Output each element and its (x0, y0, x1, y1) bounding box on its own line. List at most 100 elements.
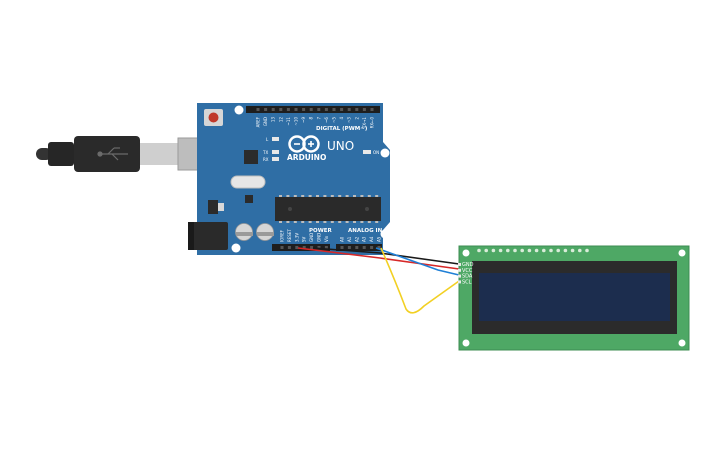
lcd-pin (513, 248, 517, 253)
header-pin[interactable] (362, 246, 366, 249)
dc-jack-edge (188, 222, 194, 250)
lcd-i2c-pin[interactable] (458, 274, 461, 278)
header-pin[interactable] (340, 246, 344, 249)
header-pin[interactable] (324, 246, 328, 249)
header-pin[interactable] (302, 108, 306, 111)
chip-pin (375, 195, 379, 197)
lcd-pin (578, 248, 582, 253)
digital-pin-label: TX→1 (362, 117, 367, 130)
header-pin[interactable] (295, 246, 299, 249)
lcd-i2c-pin-label: GND (462, 262, 474, 268)
chip-pin (301, 221, 305, 223)
mount-hole (380, 148, 390, 158)
header-pin[interactable] (324, 108, 328, 111)
digital-pin-label: 4 (339, 117, 344, 120)
digital-pin-label: 12 (278, 117, 283, 123)
power-pin-label: Vin (324, 235, 329, 242)
power-pin-label: IOREF (280, 229, 285, 242)
header-pin[interactable] (264, 108, 268, 111)
chip-pin (345, 195, 349, 197)
mount-hole (231, 243, 241, 253)
header-pin[interactable] (347, 108, 351, 111)
analog-pin-label: A5 (377, 236, 382, 242)
header-pin[interactable] (317, 246, 321, 249)
lcd-pin (520, 248, 524, 253)
wire-sda[interactable] (375, 247, 460, 276)
chip-pin (293, 221, 297, 223)
crystal-oscillator (230, 175, 266, 189)
chip-pin (338, 195, 342, 197)
header-pin[interactable] (347, 246, 351, 249)
chip-pin (316, 221, 319, 223)
small-chip (245, 195, 253, 203)
wire-gnd[interactable] (312, 247, 460, 265)
digital-pin-label: ~3 (347, 117, 352, 123)
lcd-pin (585, 248, 589, 253)
lcd-i2c-pin-label: SCL (462, 279, 472, 285)
chip-pin (338, 221, 342, 223)
lcd-i2c-pin[interactable] (458, 280, 461, 284)
header-pin[interactable] (294, 108, 298, 111)
header-pin[interactable] (370, 108, 374, 111)
digital-pin-label: 8 (309, 117, 314, 120)
digital-pin-holes (256, 108, 374, 111)
digital-pin-label: ~9 (301, 117, 306, 123)
wire-vcc[interactable] (297, 247, 460, 270)
header-pin[interactable] (377, 246, 381, 249)
header-pin[interactable] (286, 108, 290, 111)
led-rx-label: RX (263, 157, 269, 162)
header-pin[interactable] (317, 108, 321, 111)
lcd-i2c-pin-label: SDA (462, 274, 473, 280)
power-header-label: POWER (309, 228, 333, 234)
header-pin[interactable] (362, 108, 366, 111)
digital-pin-label: RX←0 (370, 117, 375, 129)
header-pin[interactable] (280, 246, 284, 249)
usb-cable-boot (48, 142, 74, 166)
led-on (363, 150, 371, 154)
chip-pin (367, 221, 371, 223)
regulator (208, 200, 218, 214)
analog-pin-label: A1 (347, 236, 352, 242)
wires[interactable] (297, 247, 460, 314)
header-pin[interactable] (340, 108, 344, 111)
wire-scl[interactable] (380, 247, 460, 314)
digital-pin-label: ~10 (294, 117, 299, 126)
header-pin[interactable] (370, 246, 374, 249)
header-pin[interactable] (355, 246, 359, 249)
analog-pin-label: A0 (340, 236, 345, 242)
lcd-i2c-pin[interactable] (458, 263, 461, 266)
analog-header (336, 244, 382, 251)
digital-pin-label: ~11 (286, 117, 291, 126)
lcd-pin (498, 248, 503, 253)
lcd-top-pins (477, 248, 589, 253)
header-pin[interactable] (287, 246, 291, 249)
regulator-tab (218, 203, 224, 211)
header-pin[interactable] (355, 108, 359, 111)
analog-pin-label: A2 (354, 236, 359, 242)
led-tx-label: TX (262, 150, 268, 155)
chip-pin (316, 195, 319, 197)
header-pin[interactable] (279, 108, 283, 111)
led-l (272, 137, 279, 141)
header-pin[interactable] (332, 108, 336, 111)
chip-pin (360, 221, 364, 223)
header-pin[interactable] (309, 108, 313, 111)
header-pin[interactable] (310, 246, 314, 249)
mount-hole (234, 105, 244, 115)
mount-hole (678, 339, 686, 347)
usb-cable[interactable] (36, 136, 225, 172)
dc-power-jack[interactable] (190, 222, 228, 250)
reset-button[interactable] (204, 109, 223, 126)
power-pin-label: 5V (302, 236, 307, 242)
lcd-pin (549, 248, 553, 253)
lcd-i2c-pin[interactable] (458, 268, 461, 272)
header-pin[interactable] (271, 108, 275, 111)
chip-pin (323, 221, 327, 223)
chip-pin (308, 221, 312, 223)
header-pin[interactable] (302, 246, 306, 249)
header-pin[interactable] (256, 108, 260, 111)
